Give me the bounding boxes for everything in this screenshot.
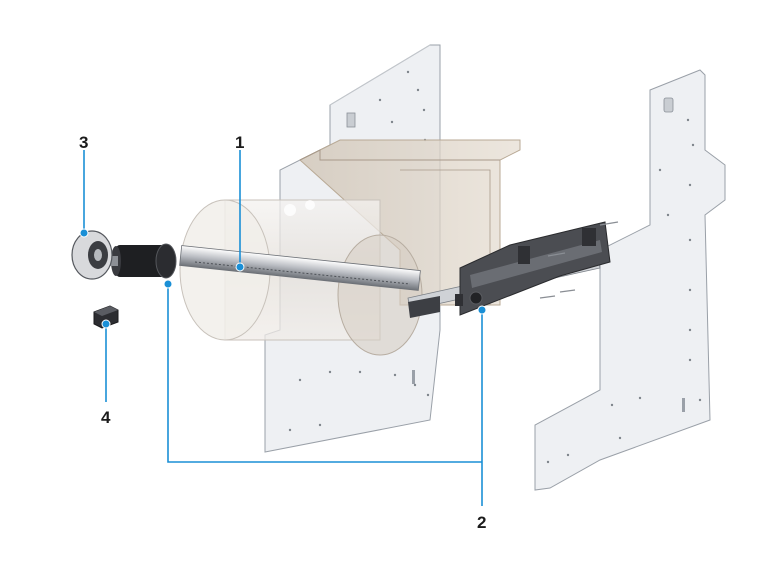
spool-hub bbox=[104, 243, 177, 279]
right-side-plate bbox=[534, 69, 726, 491]
callout-leaders bbox=[83, 150, 483, 506]
slide-rail-assembly bbox=[407, 221, 619, 318]
adjustment-knob bbox=[71, 230, 113, 280]
dot-1 bbox=[235, 262, 245, 272]
callout-1-label: 1 bbox=[235, 133, 244, 152]
dot-3 bbox=[79, 228, 89, 238]
clip-part bbox=[93, 305, 119, 329]
callout-4-label: 4 bbox=[101, 408, 111, 427]
callout-dots bbox=[79, 228, 487, 329]
dot-4 bbox=[101, 319, 111, 329]
dot-2a bbox=[163, 279, 173, 289]
plate-slot bbox=[663, 97, 674, 113]
dot-2b bbox=[477, 305, 487, 315]
callout-3-label: 3 bbox=[79, 133, 88, 152]
callout-2-label: 2 bbox=[477, 513, 486, 532]
leader-2 bbox=[167, 284, 482, 463]
plate-slot bbox=[346, 112, 356, 128]
